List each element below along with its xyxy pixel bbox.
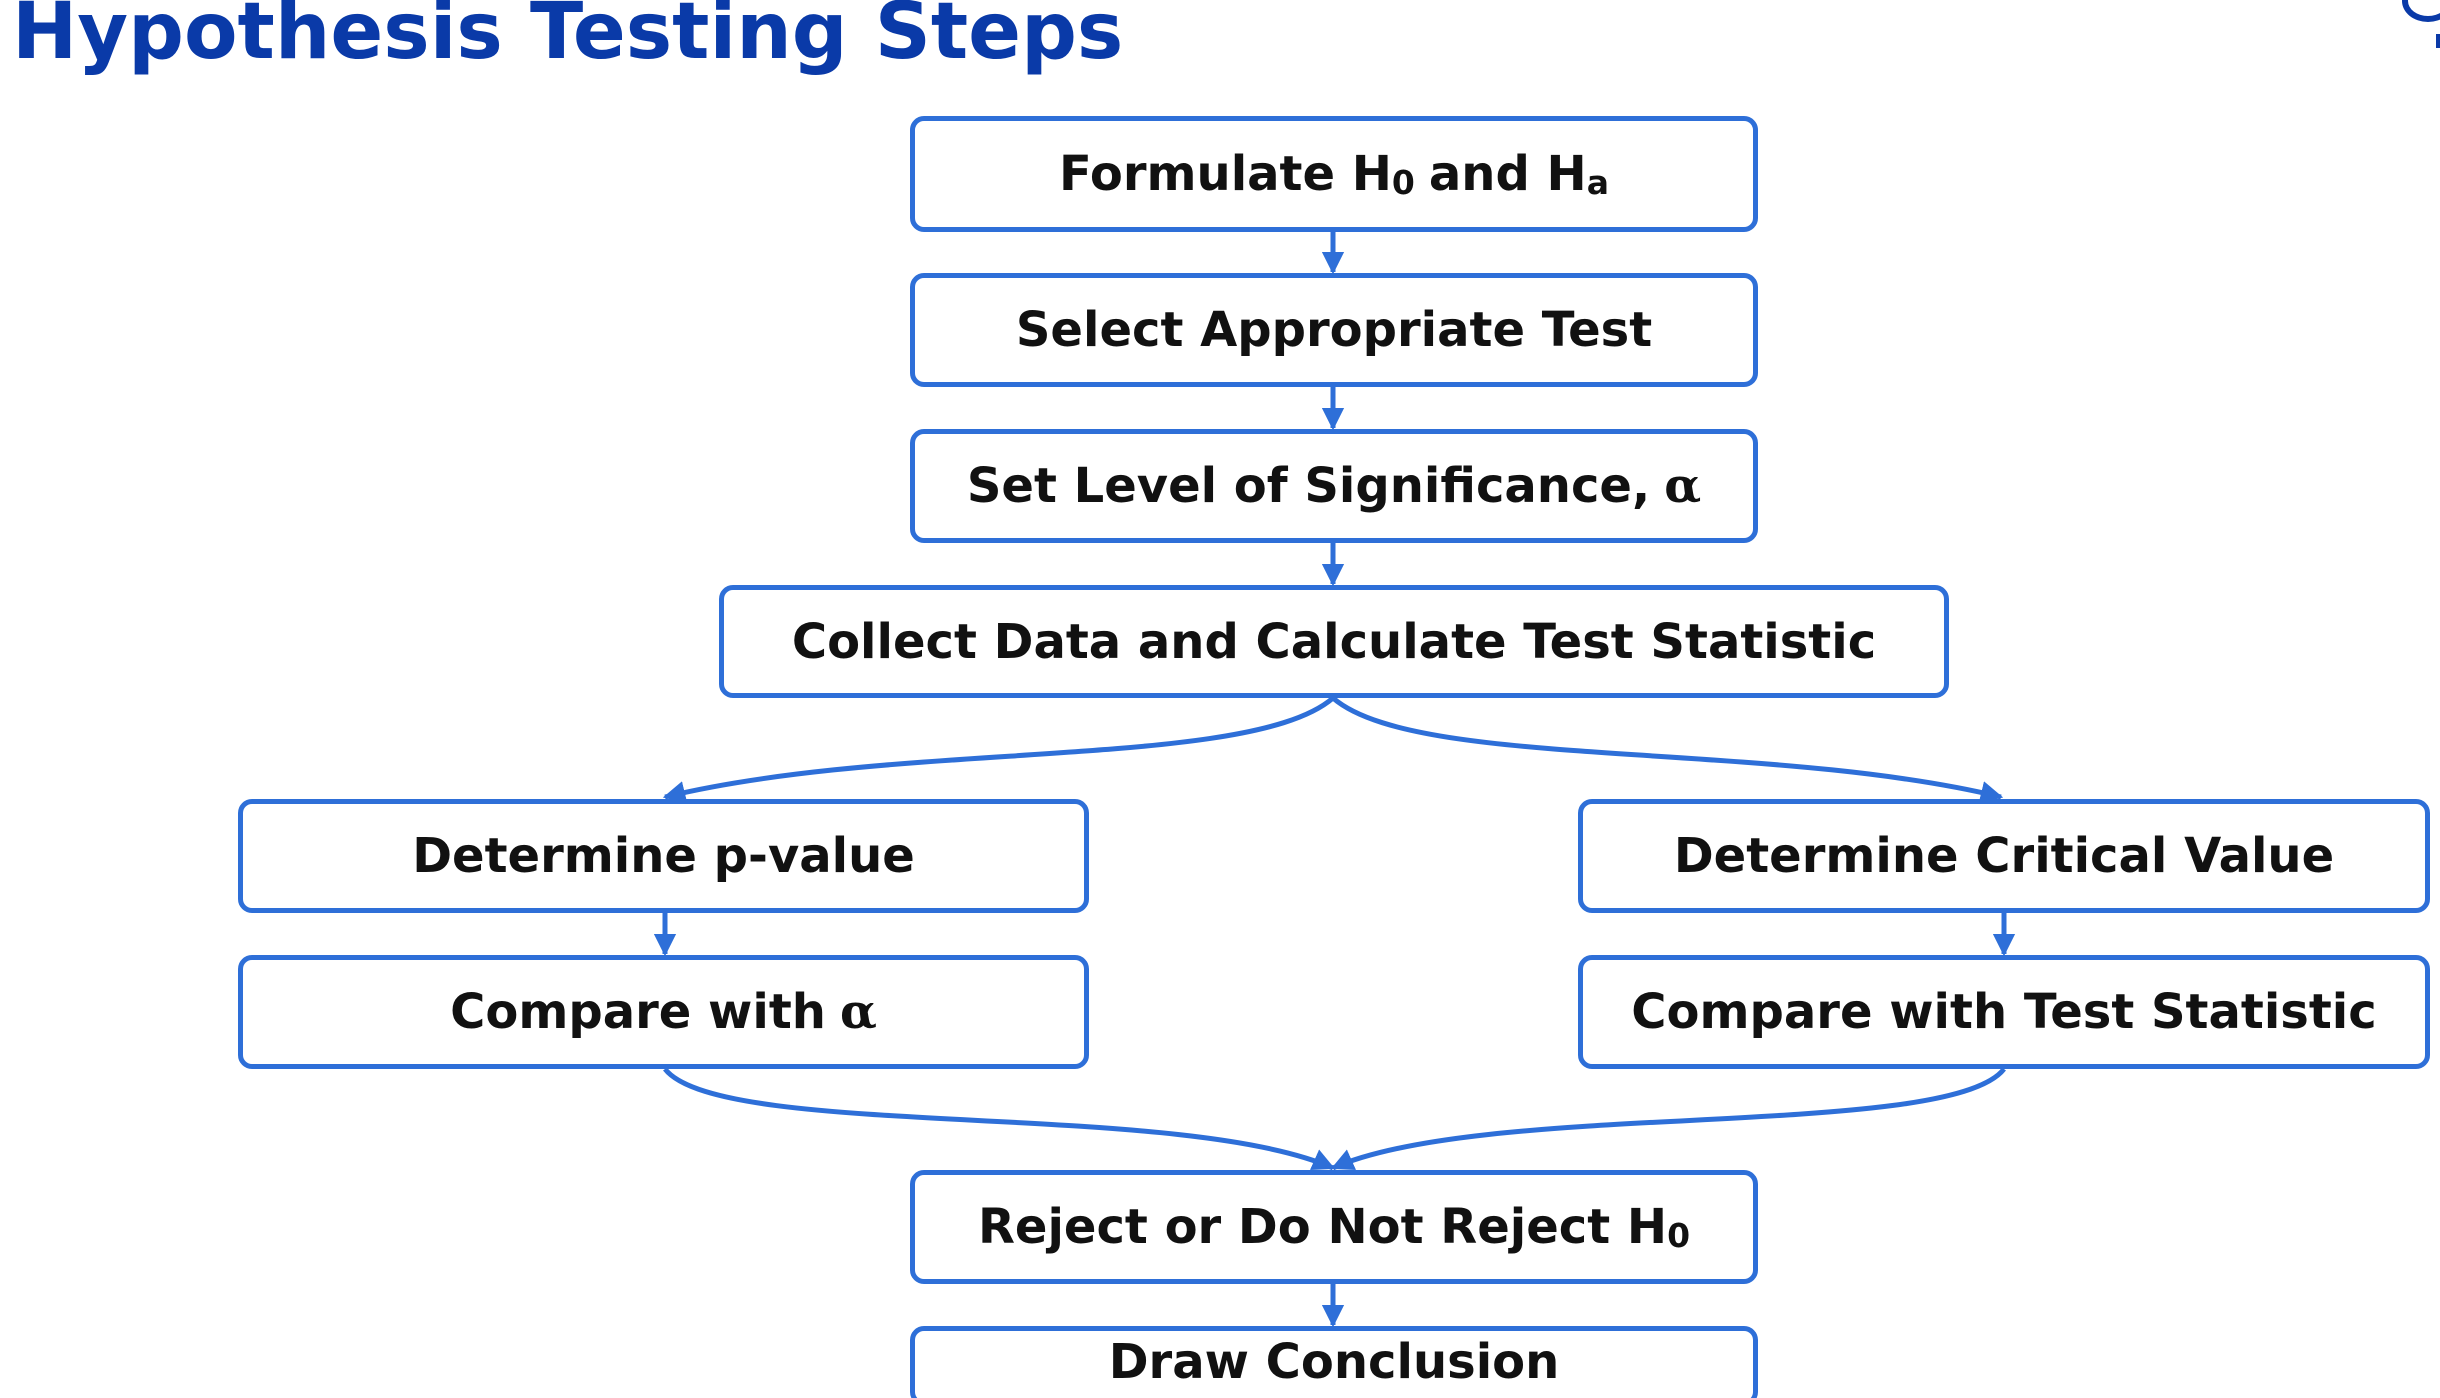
- p-value-text: Determine p-value: [412, 828, 915, 884]
- step-determine-p-value: Determine p-value: [238, 799, 1089, 913]
- step-select-test: Select Appropriate Test: [910, 273, 1758, 387]
- step-determine-critical-value: Determine Critical Value: [1578, 799, 2430, 913]
- arrow-compare-stat-to-reject: [1330, 1067, 2006, 1171]
- formulate-mid-text: and H: [1428, 146, 1587, 202]
- reject-text: Reject or Do Not Reject H: [977, 1199, 1668, 1255]
- reject-subscript-0: 0: [1667, 1215, 1691, 1255]
- formulate-subscript-a: a: [1586, 162, 1609, 202]
- page-title: Hypothesis Testing Steps: [12, 0, 1124, 77]
- compare-stat-text: Compare with Test Statistic: [1631, 984, 2377, 1040]
- conclusion-text: Draw Conclusion: [1108, 1334, 1560, 1390]
- step-compare-test-statistic: Compare with Test Statistic: [1578, 955, 2430, 1069]
- arrow-compare-alpha-to-reject: [663, 1067, 1336, 1171]
- step-set-significance: Set Level of Significance,α: [910, 429, 1758, 543]
- select-test-text: Select Appropriate Test: [1015, 302, 1653, 358]
- alpha-symbol: α: [839, 984, 877, 1040]
- arrow-collect-to-critical-value: [1331, 696, 2004, 804]
- logo-fragment-icon: [2402, 0, 2440, 22]
- alpha-symbol: α: [1664, 458, 1702, 514]
- critical-value-text: Determine Critical Value: [1673, 828, 2335, 884]
- step-collect-data: Collect Data and Calculate Test Statisti…: [719, 585, 1949, 698]
- formulate-subscript-0: 0: [1391, 162, 1415, 202]
- compare-alpha-text: Compare with: [450, 984, 826, 1040]
- collect-text: Collect Data and Calculate Test Statisti…: [791, 613, 1877, 670]
- step-draw-conclusion: Draw Conclusion: [910, 1326, 1758, 1398]
- formulate-text: Formulate H: [1059, 146, 1392, 202]
- edge-mark-icon: [2436, 34, 2440, 48]
- arrow-collect-to-p-value: [662, 696, 1335, 804]
- significance-text: Set Level of Significance,: [966, 458, 1651, 514]
